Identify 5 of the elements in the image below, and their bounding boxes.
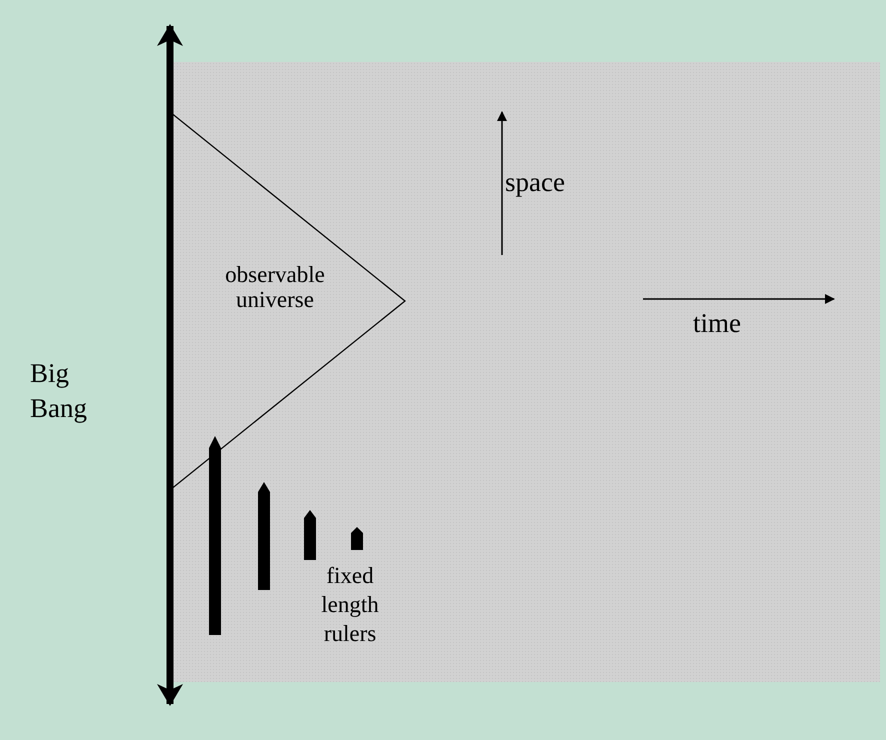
axis-label: space xyxy=(505,166,566,199)
region-label: observable universe xyxy=(224,262,326,313)
axis-label: time xyxy=(693,307,742,340)
ruler-label: fixed length rulers xyxy=(320,562,380,648)
side-label: Big Bang xyxy=(30,357,88,426)
